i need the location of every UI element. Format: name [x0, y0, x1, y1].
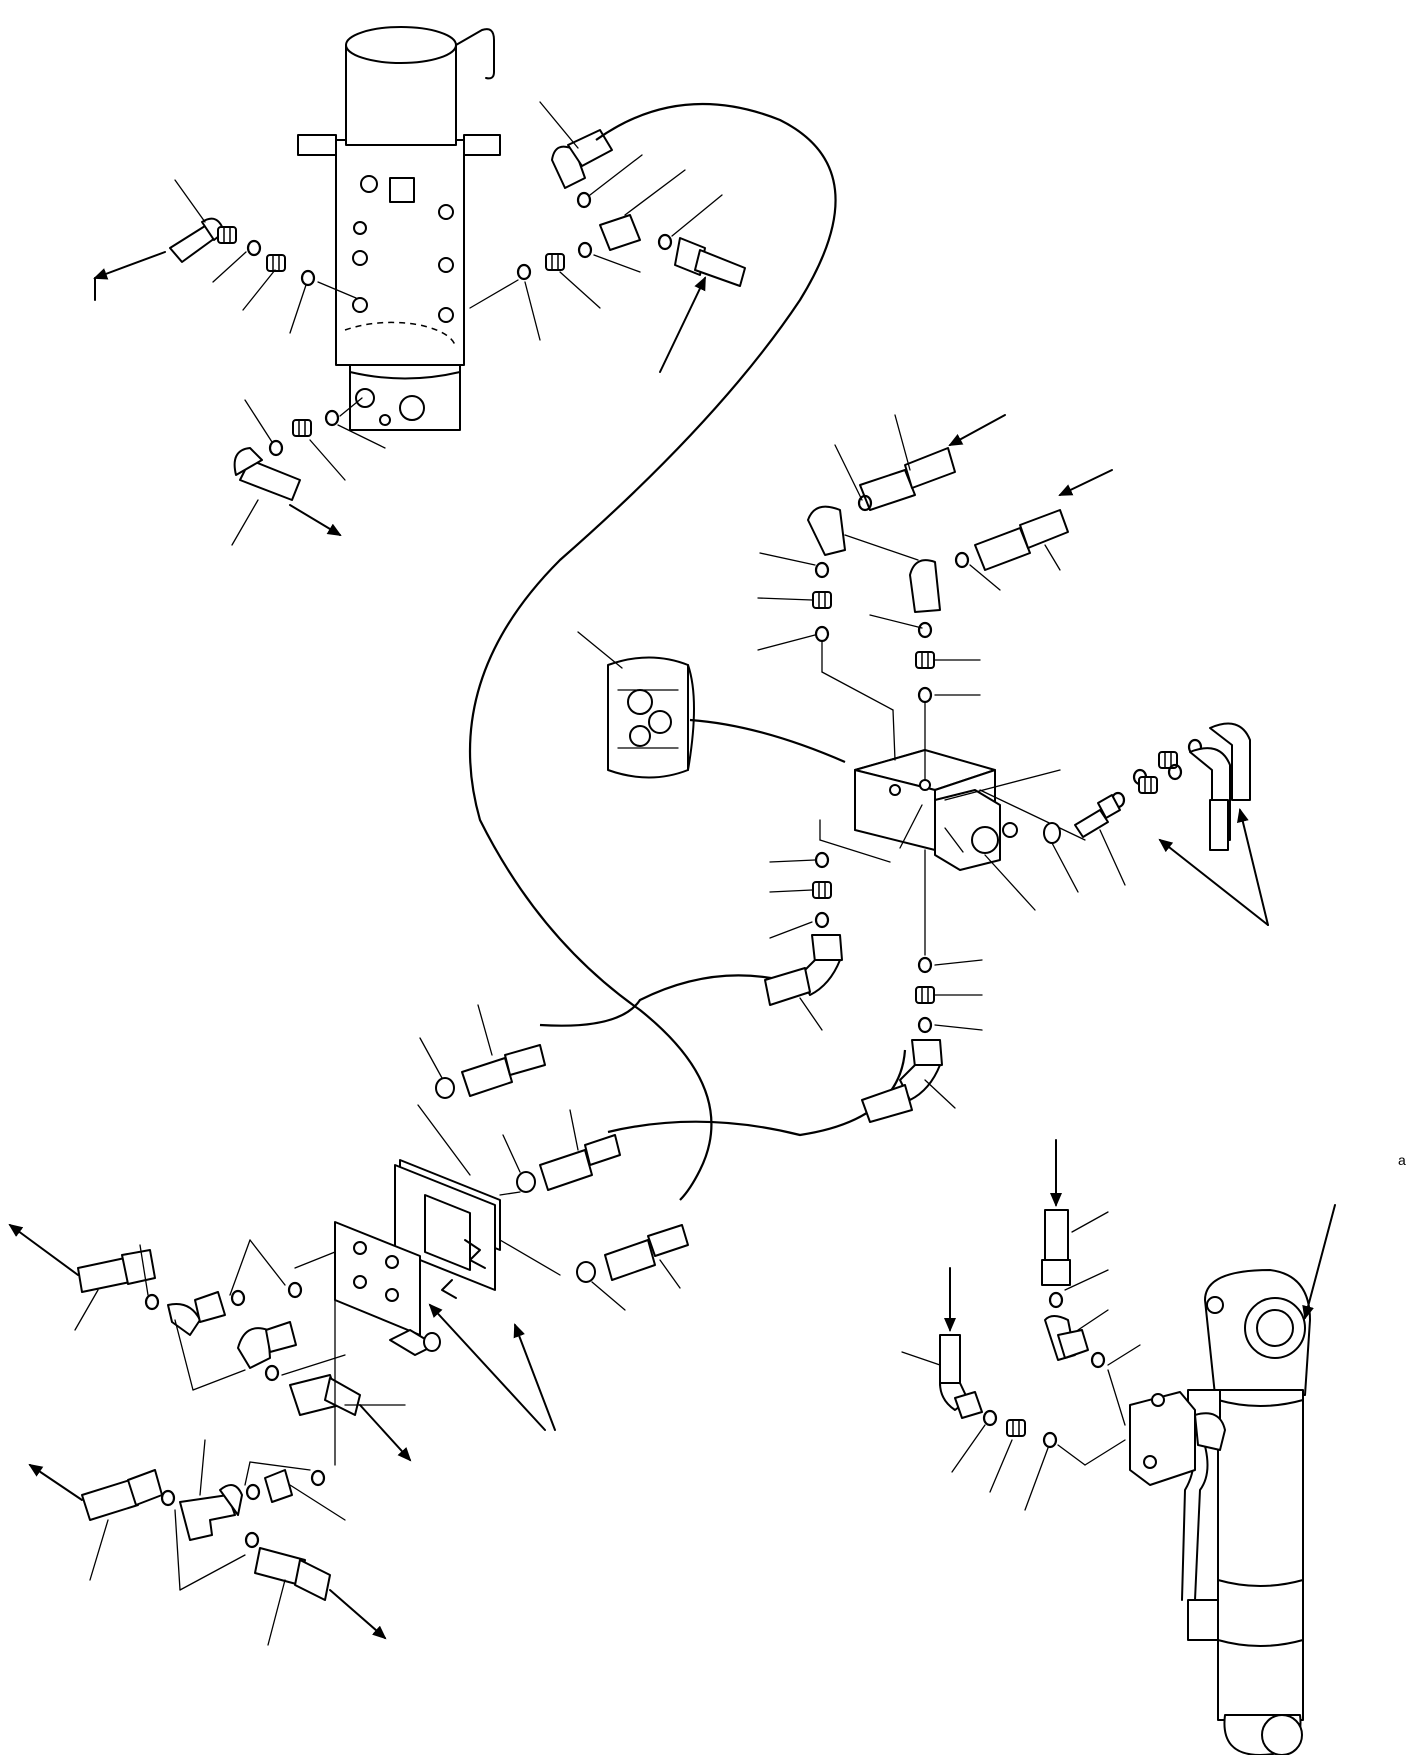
swivel-right-fittings: [469, 101, 746, 373]
valve-right-elbows: [1110, 722, 1269, 926]
hydraulic-cylinder: [1129, 1204, 1336, 1755]
bulkhead-right-fittings: [417, 1004, 689, 1311]
swivel-left-fittings: [93, 179, 357, 334]
bulkhead-bracket: [334, 1159, 556, 1431]
swivel-bottom-fittings: [231, 397, 386, 546]
lower-left-tee-fittings: [28, 1439, 387, 1646]
valve-lower-right-stack: [861, 849, 983, 1123]
cylinder-upper-fittings: [1041, 1139, 1141, 1426]
valve-upper-right-stack: [844, 469, 1113, 781]
valve-upper-left-stack: [757, 414, 1006, 761]
edge-mark: a: [1398, 1152, 1406, 1168]
bulkhead-left-fittings: [8, 1223, 412, 1466]
solenoid-valve: [854, 749, 1086, 871]
valve-bolt: [899, 794, 1126, 911]
cylinder-left-fittings: [901, 1267, 1126, 1511]
valve-lower-left-stack: [764, 819, 891, 1031]
caution-label: [577, 631, 695, 779]
swivel-joint: [297, 26, 501, 431]
